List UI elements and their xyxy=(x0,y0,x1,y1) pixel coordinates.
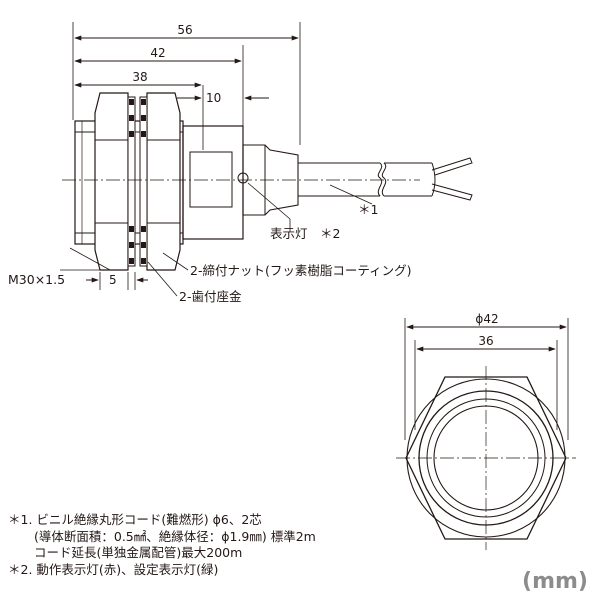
dim-5-label: 5 xyxy=(109,273,117,287)
indicator-label: 表示灯 ＊2 xyxy=(270,226,340,241)
washer-left xyxy=(127,96,136,267)
thread-label: M30×1.5 xyxy=(8,272,65,287)
dim-38-label: 38 xyxy=(132,70,147,84)
note-1-line-2: (導体断面積：0.5㎟、絶縁体径：ϕ1.9㎜) 標準2m xyxy=(34,528,316,544)
dim-36-label: 36 xyxy=(478,334,493,348)
nut-right xyxy=(146,92,181,271)
unit-label: (mm) xyxy=(522,569,588,594)
dim-56-label: 56 xyxy=(177,23,192,37)
rear-housing xyxy=(182,125,244,240)
dim-phi42-label: ϕ42 xyxy=(475,312,498,326)
note-2-line-1: ＊2. 動作表示灯(赤)、設定表示灯(緑) xyxy=(8,561,219,577)
cable-note-mark: ＊1 xyxy=(358,202,378,217)
dim-42-label: 42 xyxy=(150,46,165,60)
wire-1 xyxy=(431,157,473,176)
nut-left xyxy=(94,92,129,271)
note-1-line-1: ＊1. ビニル絶縁丸形コード(難燃形) ϕ6、2芯 xyxy=(8,512,262,527)
end-view-text: ϕ42 36 xyxy=(475,312,498,348)
dim-10-label: 10 xyxy=(206,91,221,105)
note-1-line-3: コード延長(単独金属配管)最大200m xyxy=(34,545,243,560)
indicator-lamp xyxy=(237,172,249,184)
cable-gland xyxy=(242,144,299,216)
nut-label: 2-締付ナット(フッ素樹脂コーティング) xyxy=(190,263,411,278)
footnotes: ＊1. ビニル絶縁丸形コード(難燃形) ϕ6、2芯 (導体断面積：0.5㎟、絶縁… xyxy=(8,512,478,578)
wire-2 xyxy=(431,183,473,201)
end-view xyxy=(396,318,576,550)
washer-right xyxy=(139,96,148,267)
washer-label: 2-歯付座金 xyxy=(179,289,242,304)
side-view xyxy=(60,22,473,297)
side-view-text: 56 42 38 10 5 M30×1.5 ＊1 表示灯 ＊2 2-締付ナット(… xyxy=(8,23,411,304)
